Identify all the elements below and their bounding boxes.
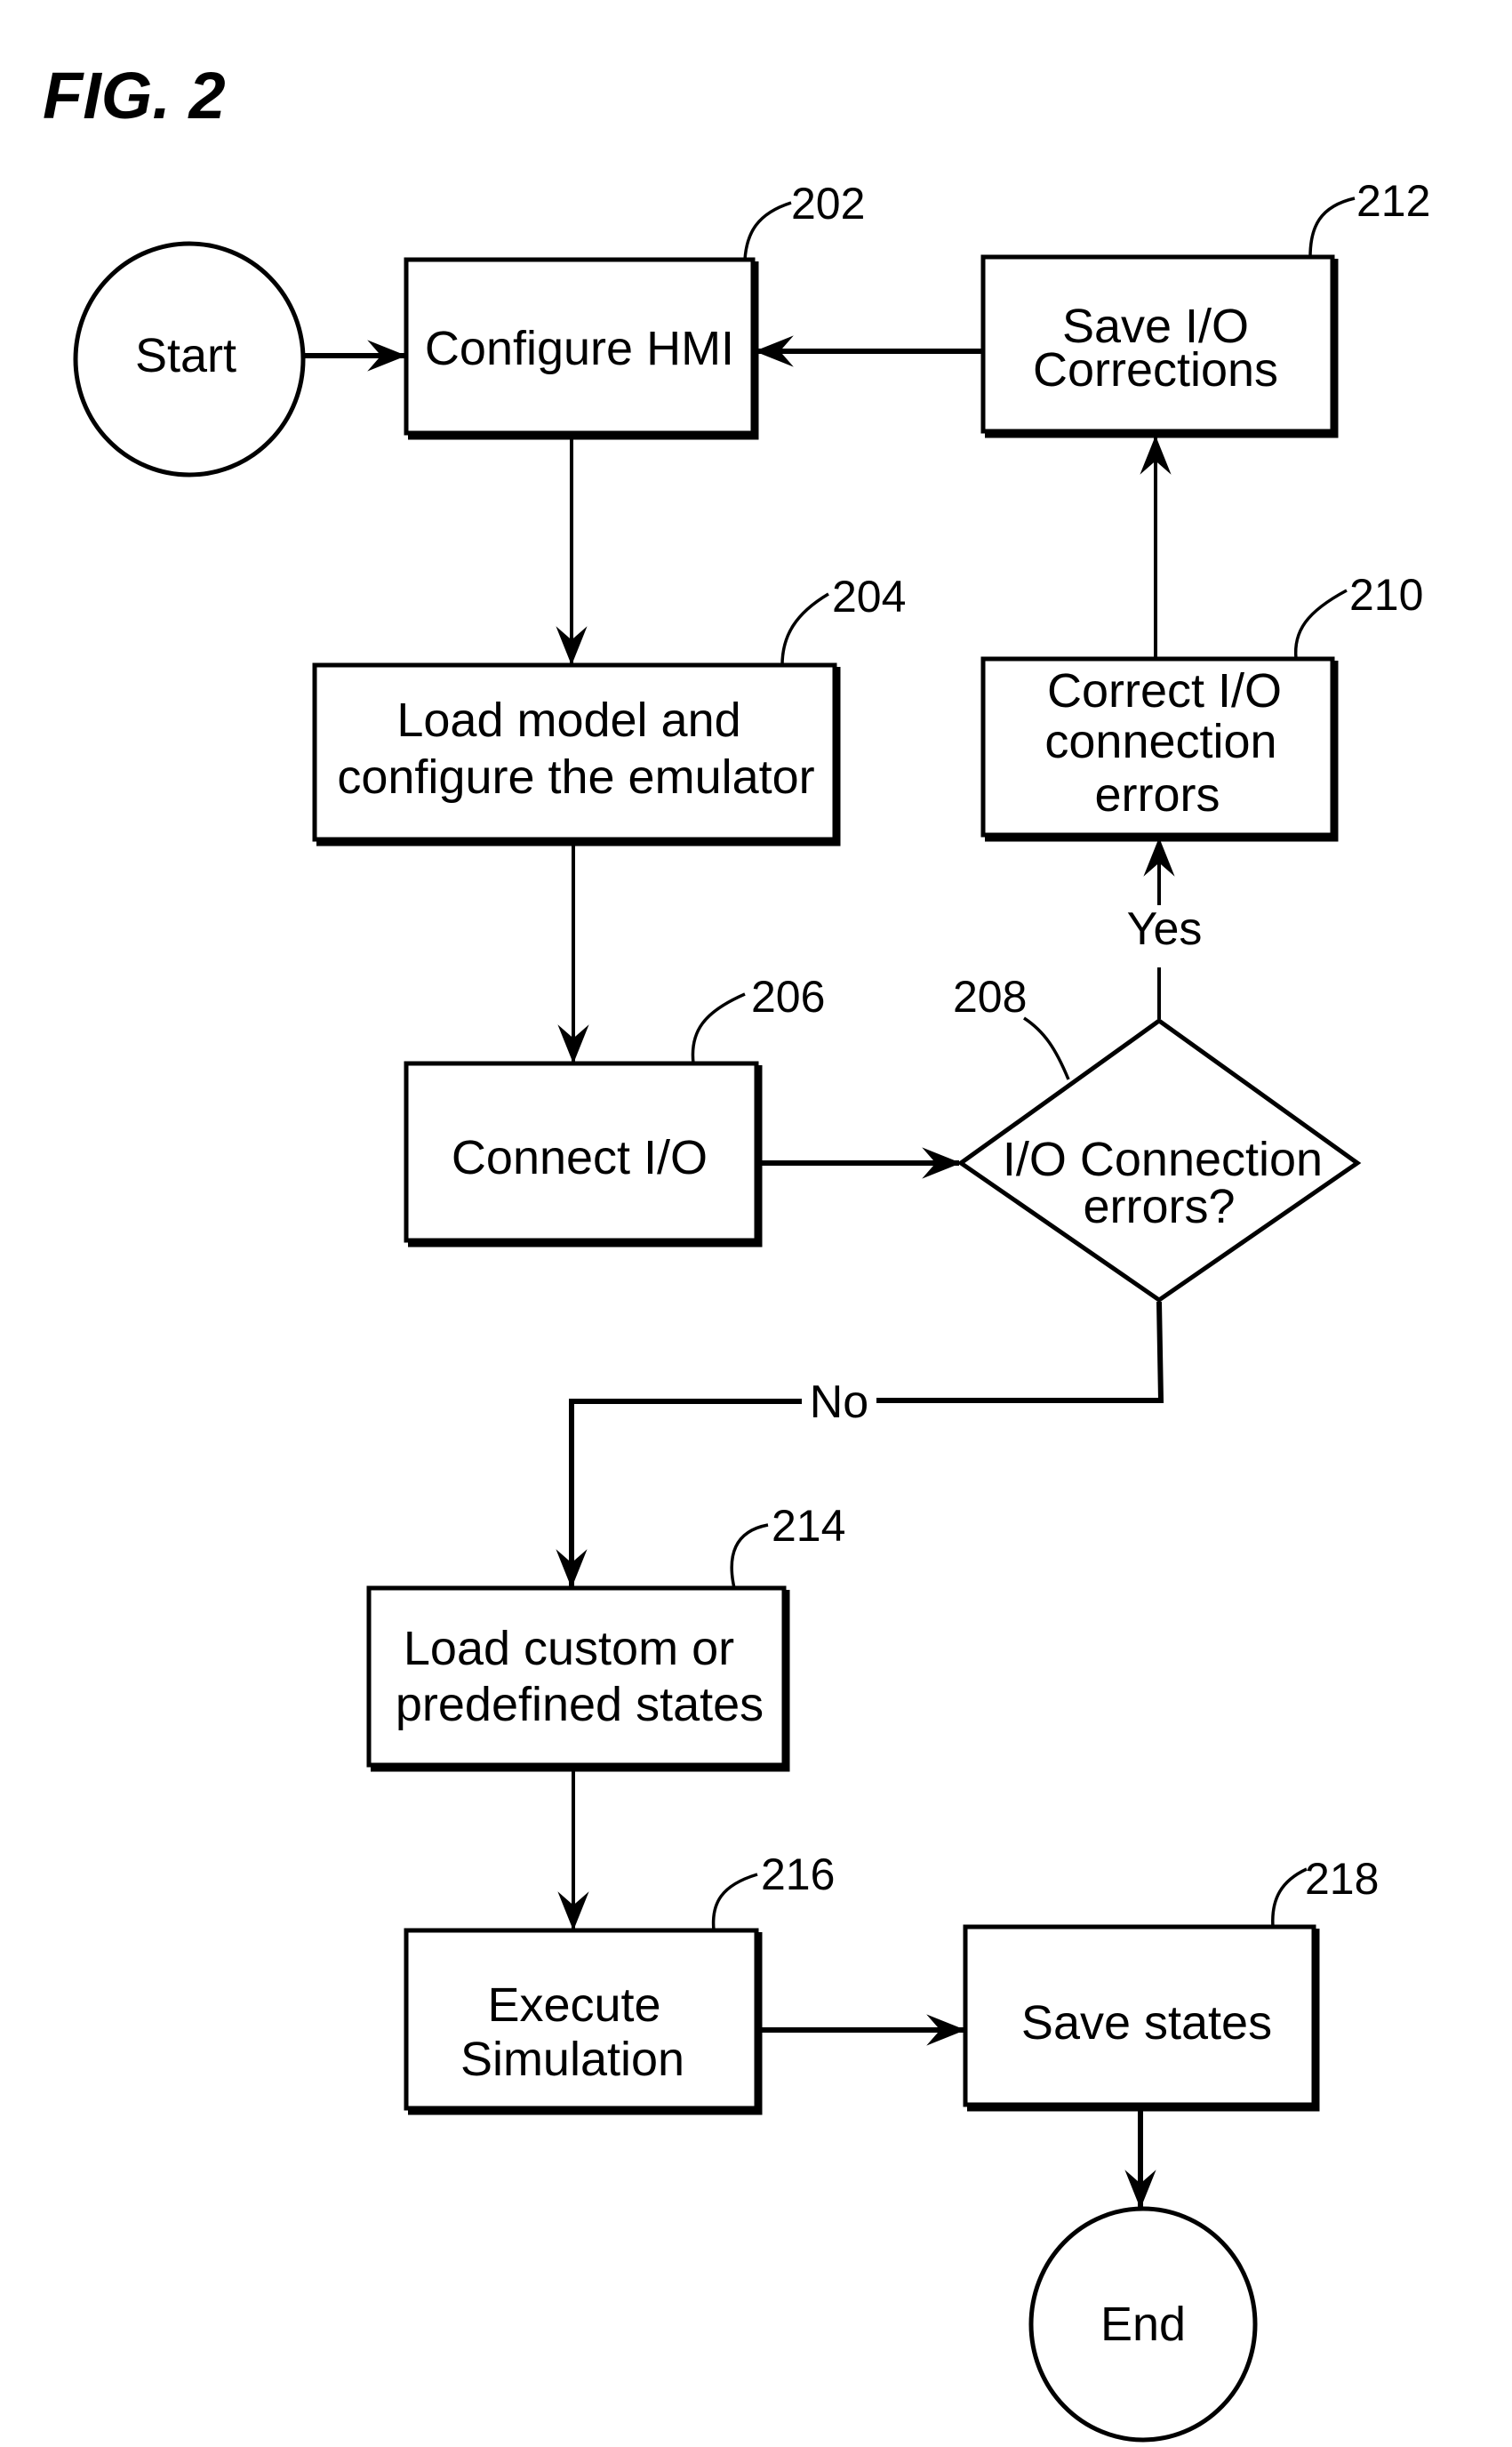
ref-210: 210 bbox=[1349, 570, 1423, 620]
ref-leader-204 bbox=[782, 594, 828, 665]
node-save-states: Save states 218 bbox=[965, 1854, 1379, 2107]
edge-label-yes: Yes bbox=[1127, 903, 1203, 955]
node-label-line2: Simulation bbox=[460, 2033, 684, 2086]
node-label: Configure HMI bbox=[425, 322, 734, 375]
ref-leader-206 bbox=[692, 994, 745, 1063]
ref-214: 214 bbox=[772, 1501, 845, 1551]
node-save-io-corrections: Save I/O Corrections 212 bbox=[983, 176, 1430, 434]
node-load-states: Load custom or predefined states 214 bbox=[369, 1501, 845, 1768]
edge-decision-to-load-states bbox=[572, 1401, 802, 1586]
ref-216: 216 bbox=[761, 1849, 835, 1899]
ref-212: 212 bbox=[1356, 176, 1430, 226]
node-label-line1: Execute bbox=[487, 1978, 660, 2032]
ref-204: 204 bbox=[832, 572, 906, 622]
node-correct-io: Correct I/O connection errors 210 bbox=[983, 570, 1423, 838]
node-label-line1: Load custom or bbox=[404, 1622, 734, 1675]
decision-label-line2: errors? bbox=[1083, 1180, 1235, 1233]
start-label: Start bbox=[135, 329, 236, 382]
node-label-line1: Correct I/O bbox=[1047, 664, 1282, 718]
node-load-model: Load model and configure the emulator 20… bbox=[315, 572, 906, 842]
end-label: End bbox=[1100, 2298, 1186, 2351]
node-label-line2: connection bbox=[1044, 715, 1276, 768]
start-terminal: Start bbox=[76, 244, 303, 475]
node-label: Connect I/O bbox=[452, 1131, 708, 1184]
ref-202: 202 bbox=[791, 179, 865, 229]
node-label-line1: Load model and bbox=[396, 694, 740, 747]
ref-leader-212 bbox=[1310, 198, 1355, 257]
node-configure-hmi: Configure HMI 202 bbox=[406, 179, 865, 436]
ref-leader-208 bbox=[1024, 1018, 1068, 1079]
ref-208: 208 bbox=[953, 972, 1027, 1022]
node-label: Save states bbox=[1021, 1996, 1272, 2050]
ref-leader-202 bbox=[745, 203, 791, 260]
edge-decision-no-segment bbox=[876, 1302, 1161, 1400]
decision-label-line1: I/O Connection bbox=[1003, 1133, 1323, 1186]
figure-title: FIG. 2 bbox=[43, 59, 226, 132]
node-connect-io: Connect I/O 206 bbox=[406, 972, 825, 1243]
ref-leader-218 bbox=[1273, 1869, 1307, 1927]
node-io-errors-decision: I/O Connection errors? 208 bbox=[953, 972, 1357, 1300]
node-label-line2: Corrections bbox=[1033, 343, 1278, 397]
ref-218: 218 bbox=[1305, 1854, 1379, 1904]
ref-206: 206 bbox=[751, 972, 825, 1022]
node-label-line2: configure the emulator bbox=[337, 750, 814, 804]
ref-leader-216 bbox=[714, 1874, 757, 1930]
node-execute-simulation: Execute Simulation 216 bbox=[406, 1849, 835, 2111]
ref-leader-210 bbox=[1296, 590, 1347, 659]
node-label-line3: errors bbox=[1094, 768, 1220, 822]
node-label-line2: predefined states bbox=[396, 1678, 764, 1731]
edge-label-no: No bbox=[810, 1376, 868, 1428]
ref-leader-214 bbox=[732, 1525, 768, 1588]
end-terminal: End bbox=[1031, 2209, 1255, 2440]
